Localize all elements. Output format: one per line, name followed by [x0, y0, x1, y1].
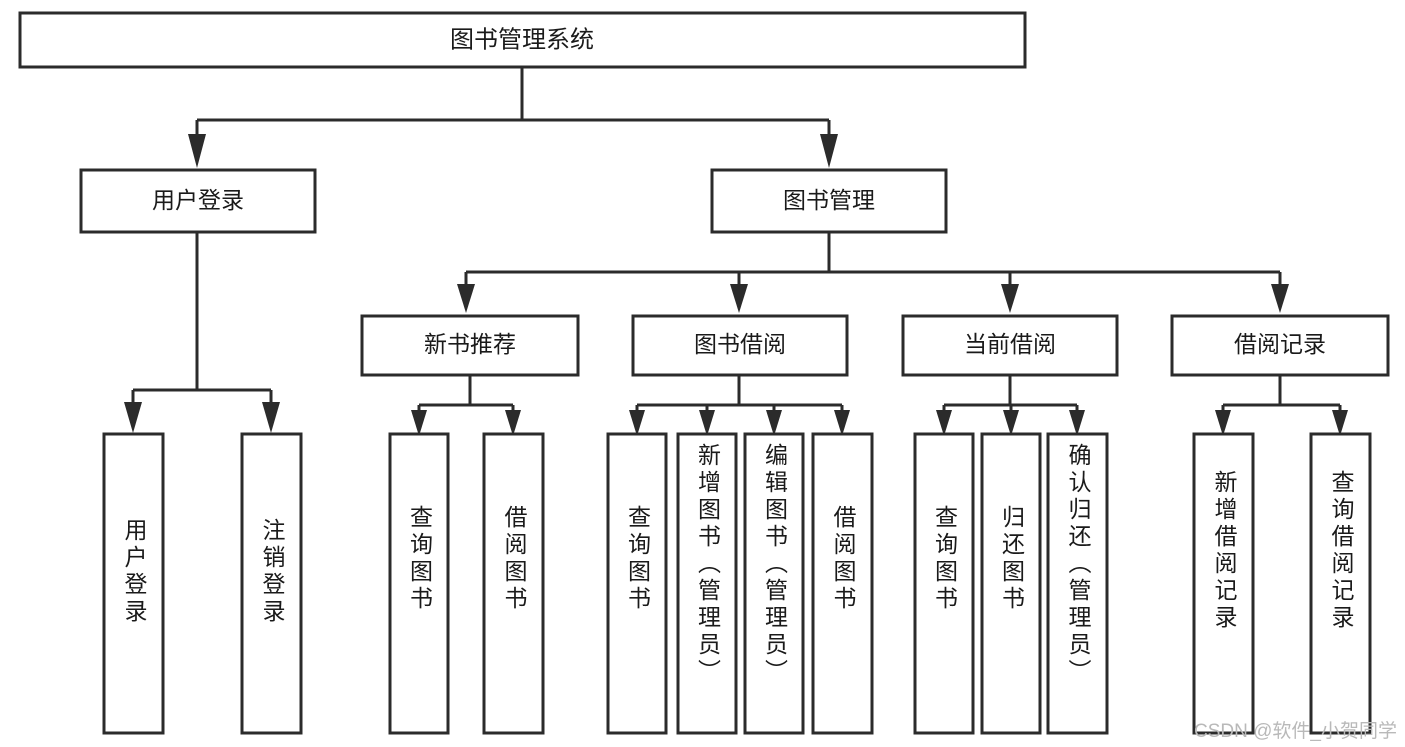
- leaf-confirm-return-box[interactable]: [1046, 432, 1109, 735]
- arrow-to-new-book-rec: [457, 284, 475, 313]
- edge-group-user-login: [124, 232, 280, 433]
- leaf-return-book-box[interactable]: [980, 432, 1042, 735]
- leaf-borrow-book-1-box[interactable]: [482, 432, 545, 735]
- arrow-to-leaf-edit-book: [766, 410, 782, 436]
- leaf-add-book-box[interactable]: [676, 432, 738, 735]
- arrow-to-leaf-query-book-1: [411, 410, 427, 436]
- leaf-user-login-box[interactable]: [102, 432, 165, 735]
- leaf-add-record-box[interactable]: [1192, 432, 1255, 735]
- arrow-to-user-login: [188, 134, 206, 168]
- new-book-rec-label: 新书推荐: [424, 331, 516, 357]
- edge-group-borrow-record: [1215, 375, 1348, 436]
- current-borrow-box[interactable]: [901, 314, 1119, 377]
- node-book-borrow[interactable]: 图书借阅: [631, 314, 849, 377]
- arrow-to-borrow-record: [1271, 284, 1289, 313]
- arrow-to-leaf-query-book-3: [936, 410, 952, 436]
- arrow-to-current-borrow: [1001, 284, 1019, 313]
- book-manage-label: 图书管理: [783, 187, 875, 213]
- node-book-manage[interactable]: 图书管理: [710, 168, 948, 234]
- arrow-to-leaf-user-logout: [262, 402, 280, 433]
- borrow-record-box[interactable]: [1170, 314, 1390, 377]
- leaf-query-record-box[interactable]: [1309, 432, 1372, 735]
- book-manage-box[interactable]: [710, 168, 948, 234]
- edge-group-current-borrow: [936, 375, 1085, 436]
- book-borrow-label: 图书借阅: [694, 331, 786, 357]
- arrow-to-leaf-add-book: [699, 410, 715, 436]
- leaf-box-group: [102, 432, 1372, 735]
- leaf-edit-book-box[interactable]: [743, 432, 805, 735]
- arrow-to-leaf-confirm-return: [1069, 410, 1085, 436]
- root-label: 图书管理系统: [450, 26, 594, 53]
- borrow-record-label: 借阅记录: [1234, 331, 1326, 357]
- arrow-to-leaf-add-record: [1215, 410, 1231, 436]
- book-borrow-box[interactable]: [631, 314, 849, 377]
- user-login-label: 用户登录: [152, 187, 244, 213]
- node-root[interactable]: 图书管理系统: [18, 11, 1027, 69]
- arrow-to-leaf-query-book-2: [629, 410, 645, 436]
- arrow-to-leaf-return-book: [1003, 410, 1019, 436]
- edge-group-book-manage: [457, 232, 1289, 313]
- arrow-to-leaf-user-login: [124, 402, 142, 433]
- node-borrow-record[interactable]: 借阅记录: [1170, 314, 1390, 377]
- user-login-box[interactable]: [79, 168, 317, 234]
- new-book-rec-box[interactable]: [360, 314, 580, 377]
- node-user-login[interactable]: 用户登录: [79, 168, 317, 234]
- leaf-query-book-1-box[interactable]: [388, 432, 450, 735]
- node-current-borrow[interactable]: 当前借阅: [901, 314, 1119, 377]
- arrow-to-leaf-borrow-book-1: [505, 410, 521, 436]
- leaf-query-book-2-box[interactable]: [606, 432, 668, 735]
- leaf-user-logout-box[interactable]: [240, 432, 303, 735]
- edge-group-root: [188, 67, 838, 168]
- arrow-to-book-manage: [820, 134, 838, 168]
- arrow-to-leaf-borrow-book-2: [834, 410, 850, 436]
- node-new-book-rec[interactable]: 新书推荐: [360, 314, 580, 377]
- arrow-to-book-borrow: [730, 284, 748, 313]
- current-borrow-label: 当前借阅: [964, 331, 1056, 357]
- leaf-borrow-book-2-box[interactable]: [811, 432, 874, 735]
- root-box[interactable]: [18, 11, 1027, 69]
- edge-group-new-book-rec: [411, 375, 521, 436]
- edge-group-book-borrow: [629, 375, 850, 436]
- arrow-to-leaf-query-record: [1332, 410, 1348, 436]
- leaf-query-book-3-box[interactable]: [913, 432, 975, 735]
